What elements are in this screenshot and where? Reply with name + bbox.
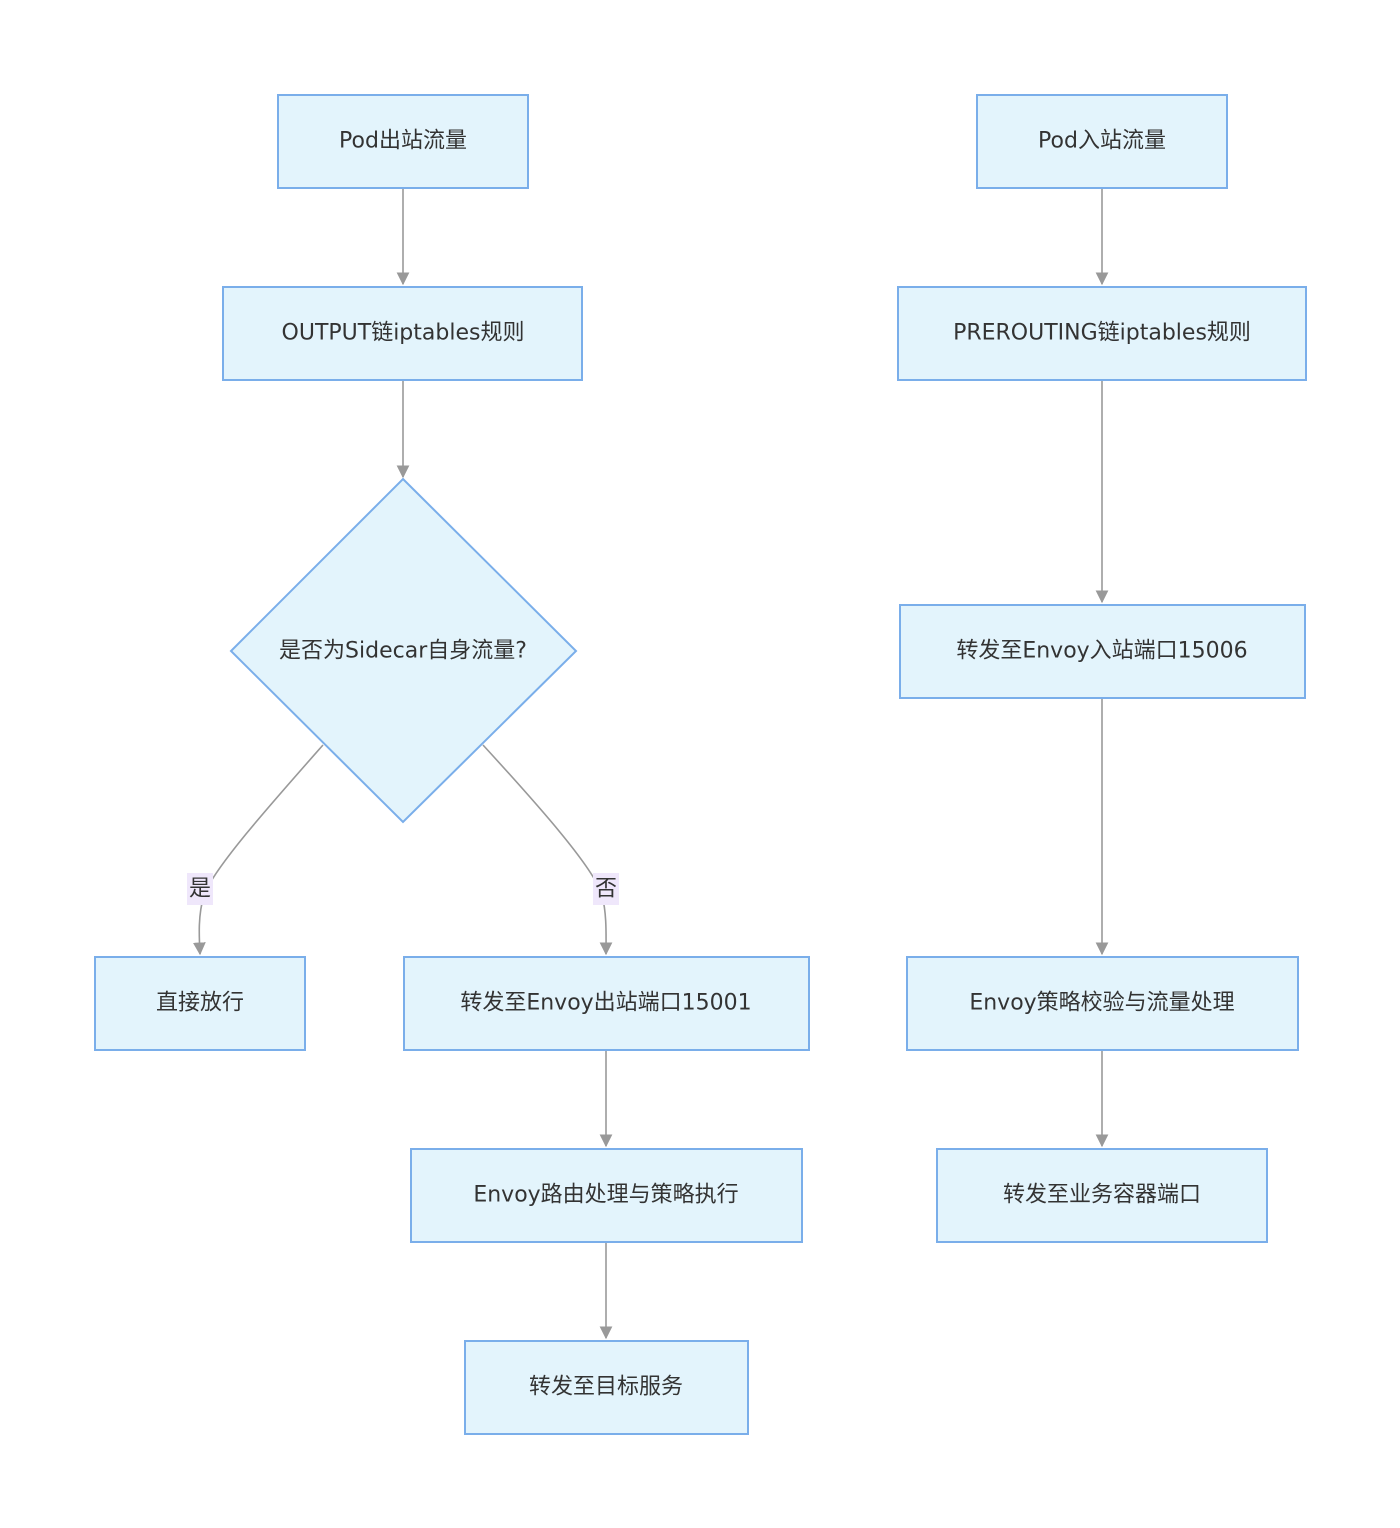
node-out-decision-label: 是否为Sidecar自身流量? xyxy=(279,639,527,664)
node-out-rule-label: OUTPUT链iptables规则 xyxy=(282,321,525,346)
node-in-rule-label: PREROUTING链iptables规则 xyxy=(953,321,1251,346)
node-out-direct: 直接放行 xyxy=(94,956,306,1051)
node-in-container-label: 转发至业务容器端口 xyxy=(1003,1183,1201,1208)
edge-label-yes-text: 是 xyxy=(189,877,211,902)
node-out-envoy-route-label: Envoy路由处理与策略执行 xyxy=(473,1183,738,1208)
edge-label-no-text: 否 xyxy=(595,877,617,902)
node-out-start: Pod出站流量 xyxy=(277,94,529,189)
node-in-start-label: Pod入站流量 xyxy=(1038,129,1166,154)
node-in-rule: PREROUTING链iptables规则 xyxy=(897,286,1307,381)
node-in-envoy-port-label: 转发至Envoy入站端口15006 xyxy=(956,639,1247,664)
edge-decision-yes-to-direct xyxy=(193,744,324,956)
node-out-start-label: Pod出站流量 xyxy=(339,129,467,154)
node-in-start: Pod入站流量 xyxy=(976,94,1228,189)
node-out-envoy-port: 转发至Envoy出站端口15001 xyxy=(403,956,810,1051)
node-out-envoy-route: Envoy路由处理与策略执行 xyxy=(410,1148,803,1243)
node-out-envoy-port-label: 转发至Envoy出站端口15001 xyxy=(460,991,751,1016)
node-out-target: 转发至目标服务 xyxy=(464,1340,749,1435)
edge-decision-no-to-envoy-port xyxy=(482,744,613,956)
node-out-rule: OUTPUT链iptables规则 xyxy=(222,286,583,381)
node-out-direct-label: 直接放行 xyxy=(156,991,244,1016)
node-out-target-label: 转发至目标服务 xyxy=(529,1375,683,1400)
node-in-policy-label: Envoy策略校验与流量处理 xyxy=(969,991,1234,1016)
node-in-container: 转发至业务容器端口 xyxy=(936,1148,1268,1243)
edge-label-yes: 是 xyxy=(187,873,213,905)
node-in-envoy-port: 转发至Envoy入站端口15006 xyxy=(899,604,1306,699)
node-in-policy: Envoy策略校验与流量处理 xyxy=(906,956,1299,1051)
edge-label-no: 否 xyxy=(593,873,619,905)
node-out-decision: 是否为Sidecar自身流量? xyxy=(229,477,578,824)
